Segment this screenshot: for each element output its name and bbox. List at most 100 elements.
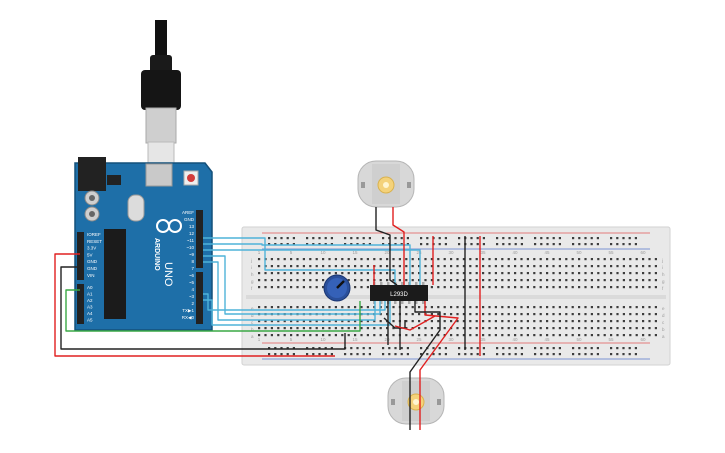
- breadboard-hole[interactable]: [629, 265, 632, 268]
- breadboard-hole[interactable]: [482, 353, 485, 356]
- breadboard-hole[interactable]: [277, 258, 280, 261]
- breadboard-hole[interactable]: [268, 353, 271, 356]
- breadboard-hole[interactable]: [654, 258, 657, 261]
- breadboard-hole[interactable]: [324, 353, 327, 356]
- breadboard-hole[interactable]: [302, 306, 305, 309]
- breadboard-hole[interactable]: [540, 353, 543, 356]
- breadboard-hole[interactable]: [334, 334, 337, 337]
- breadboard-hole[interactable]: [634, 353, 637, 356]
- breadboard-hole[interactable]: [438, 347, 441, 350]
- breadboard-hole[interactable]: [578, 265, 581, 268]
- breadboard-hole[interactable]: [470, 353, 473, 356]
- breadboard-hole[interactable]: [642, 286, 645, 289]
- wire-green[interactable]: [65, 289, 361, 332]
- breadboard-hole[interactable]: [360, 258, 363, 261]
- breadboard-hole[interactable]: [424, 334, 427, 337]
- breadboard-hole[interactable]: [437, 279, 440, 282]
- breadboard-hole[interactable]: [306, 347, 309, 350]
- breadboard-hole[interactable]: [450, 306, 453, 309]
- breadboard-hole[interactable]: [356, 347, 359, 350]
- breadboard-hole[interactable]: [629, 334, 632, 337]
- breadboard-hole[interactable]: [482, 347, 485, 350]
- breadboard-hole[interactable]: [328, 272, 331, 275]
- breadboard-hole[interactable]: [386, 306, 389, 309]
- breadboard-hole[interactable]: [350, 353, 353, 356]
- breadboard-hole[interactable]: [392, 320, 395, 323]
- breadboard-hole[interactable]: [443, 272, 446, 275]
- breadboard-hole[interactable]: [629, 279, 632, 282]
- breadboard-hole[interactable]: [546, 279, 549, 282]
- breadboard-hole[interactable]: [571, 327, 574, 330]
- breadboard-hole[interactable]: [596, 237, 599, 240]
- breadboard-hole[interactable]: [405, 334, 408, 337]
- breadboard-hole[interactable]: [341, 327, 344, 330]
- breadboard-hole[interactable]: [322, 258, 325, 261]
- breadboard-hole[interactable]: [290, 258, 293, 261]
- breadboard-hole[interactable]: [590, 279, 593, 282]
- breadboard-hole[interactable]: [635, 279, 638, 282]
- breadboard-hole[interactable]: [578, 258, 581, 261]
- breadboard-hole[interactable]: [264, 306, 267, 309]
- breadboard-hole[interactable]: [552, 306, 555, 309]
- breadboard-hole[interactable]: [392, 265, 395, 268]
- breadboard-hole[interactable]: [642, 258, 645, 261]
- breadboard-hole[interactable]: [430, 272, 433, 275]
- breadboard-hole[interactable]: [283, 265, 286, 268]
- breadboard-hole[interactable]: [286, 353, 289, 356]
- breadboard-hole[interactable]: [315, 320, 318, 323]
- breadboard-hole[interactable]: [539, 306, 542, 309]
- breadboard-hole[interactable]: [546, 353, 549, 356]
- breadboard-hole[interactable]: [368, 243, 371, 246]
- breadboard-hole[interactable]: [258, 272, 261, 275]
- breadboard-hole[interactable]: [648, 279, 651, 282]
- wire-cyan[interactable]: [203, 237, 396, 285]
- breadboard-hole[interactable]: [488, 306, 491, 309]
- breadboard-hole[interactable]: [533, 265, 536, 268]
- breadboard-hole[interactable]: [622, 327, 625, 330]
- breadboard-hole[interactable]: [476, 353, 479, 356]
- breadboard-hole[interactable]: [526, 272, 529, 275]
- breadboard-hole[interactable]: [603, 313, 606, 316]
- breadboard-hole[interactable]: [520, 347, 523, 350]
- breadboard-hole[interactable]: [450, 334, 453, 337]
- breadboard-hole[interactable]: [539, 265, 542, 268]
- breadboard-hole[interactable]: [274, 353, 277, 356]
- breadboard-hole[interactable]: [648, 320, 651, 323]
- breadboard-hole[interactable]: [603, 334, 606, 337]
- breadboard-hole[interactable]: [322, 272, 325, 275]
- breadboard-hole[interactable]: [628, 347, 631, 350]
- breadboard-hole[interactable]: [590, 320, 593, 323]
- motor-lead-red[interactable]: [392, 207, 405, 285]
- breadboard-hole[interactable]: [312, 243, 315, 246]
- breadboard-hole[interactable]: [270, 286, 273, 289]
- breadboard-hole[interactable]: [443, 320, 446, 323]
- breadboard-hole[interactable]: [443, 313, 446, 316]
- breadboard-hole[interactable]: [514, 258, 517, 261]
- breadboard-hole[interactable]: [268, 237, 271, 240]
- breadboard-hole[interactable]: [469, 313, 472, 316]
- breadboard-hole[interactable]: [584, 327, 587, 330]
- breadboard-hole[interactable]: [590, 286, 593, 289]
- breadboard-hole[interactable]: [328, 258, 331, 261]
- breadboard-hole[interactable]: [270, 279, 273, 282]
- breadboard-hole[interactable]: [597, 334, 600, 337]
- breadboard-hole[interactable]: [622, 353, 625, 356]
- breadboard-hole[interactable]: [388, 353, 391, 356]
- breadboard-hole[interactable]: [432, 353, 435, 356]
- breadboard-hole[interactable]: [392, 313, 395, 316]
- breadboard-hole[interactable]: [437, 313, 440, 316]
- breadboard-hole[interactable]: [406, 347, 409, 350]
- breadboard-hole[interactable]: [501, 313, 504, 316]
- breadboard-hole[interactable]: [270, 306, 273, 309]
- breadboard-hole[interactable]: [328, 334, 331, 337]
- breadboard-hole[interactable]: [526, 327, 529, 330]
- breadboard-hole[interactable]: [488, 313, 491, 316]
- breadboard-hole[interactable]: [309, 265, 312, 268]
- breadboard-hole[interactable]: [616, 313, 619, 316]
- breadboard-hole[interactable]: [584, 286, 587, 289]
- breadboard-hole[interactable]: [420, 243, 423, 246]
- breadboard-hole[interactable]: [590, 237, 593, 240]
- breadboard-hole[interactable]: [642, 306, 645, 309]
- breadboard-hole[interactable]: [571, 286, 574, 289]
- breadboard-hole[interactable]: [590, 243, 593, 246]
